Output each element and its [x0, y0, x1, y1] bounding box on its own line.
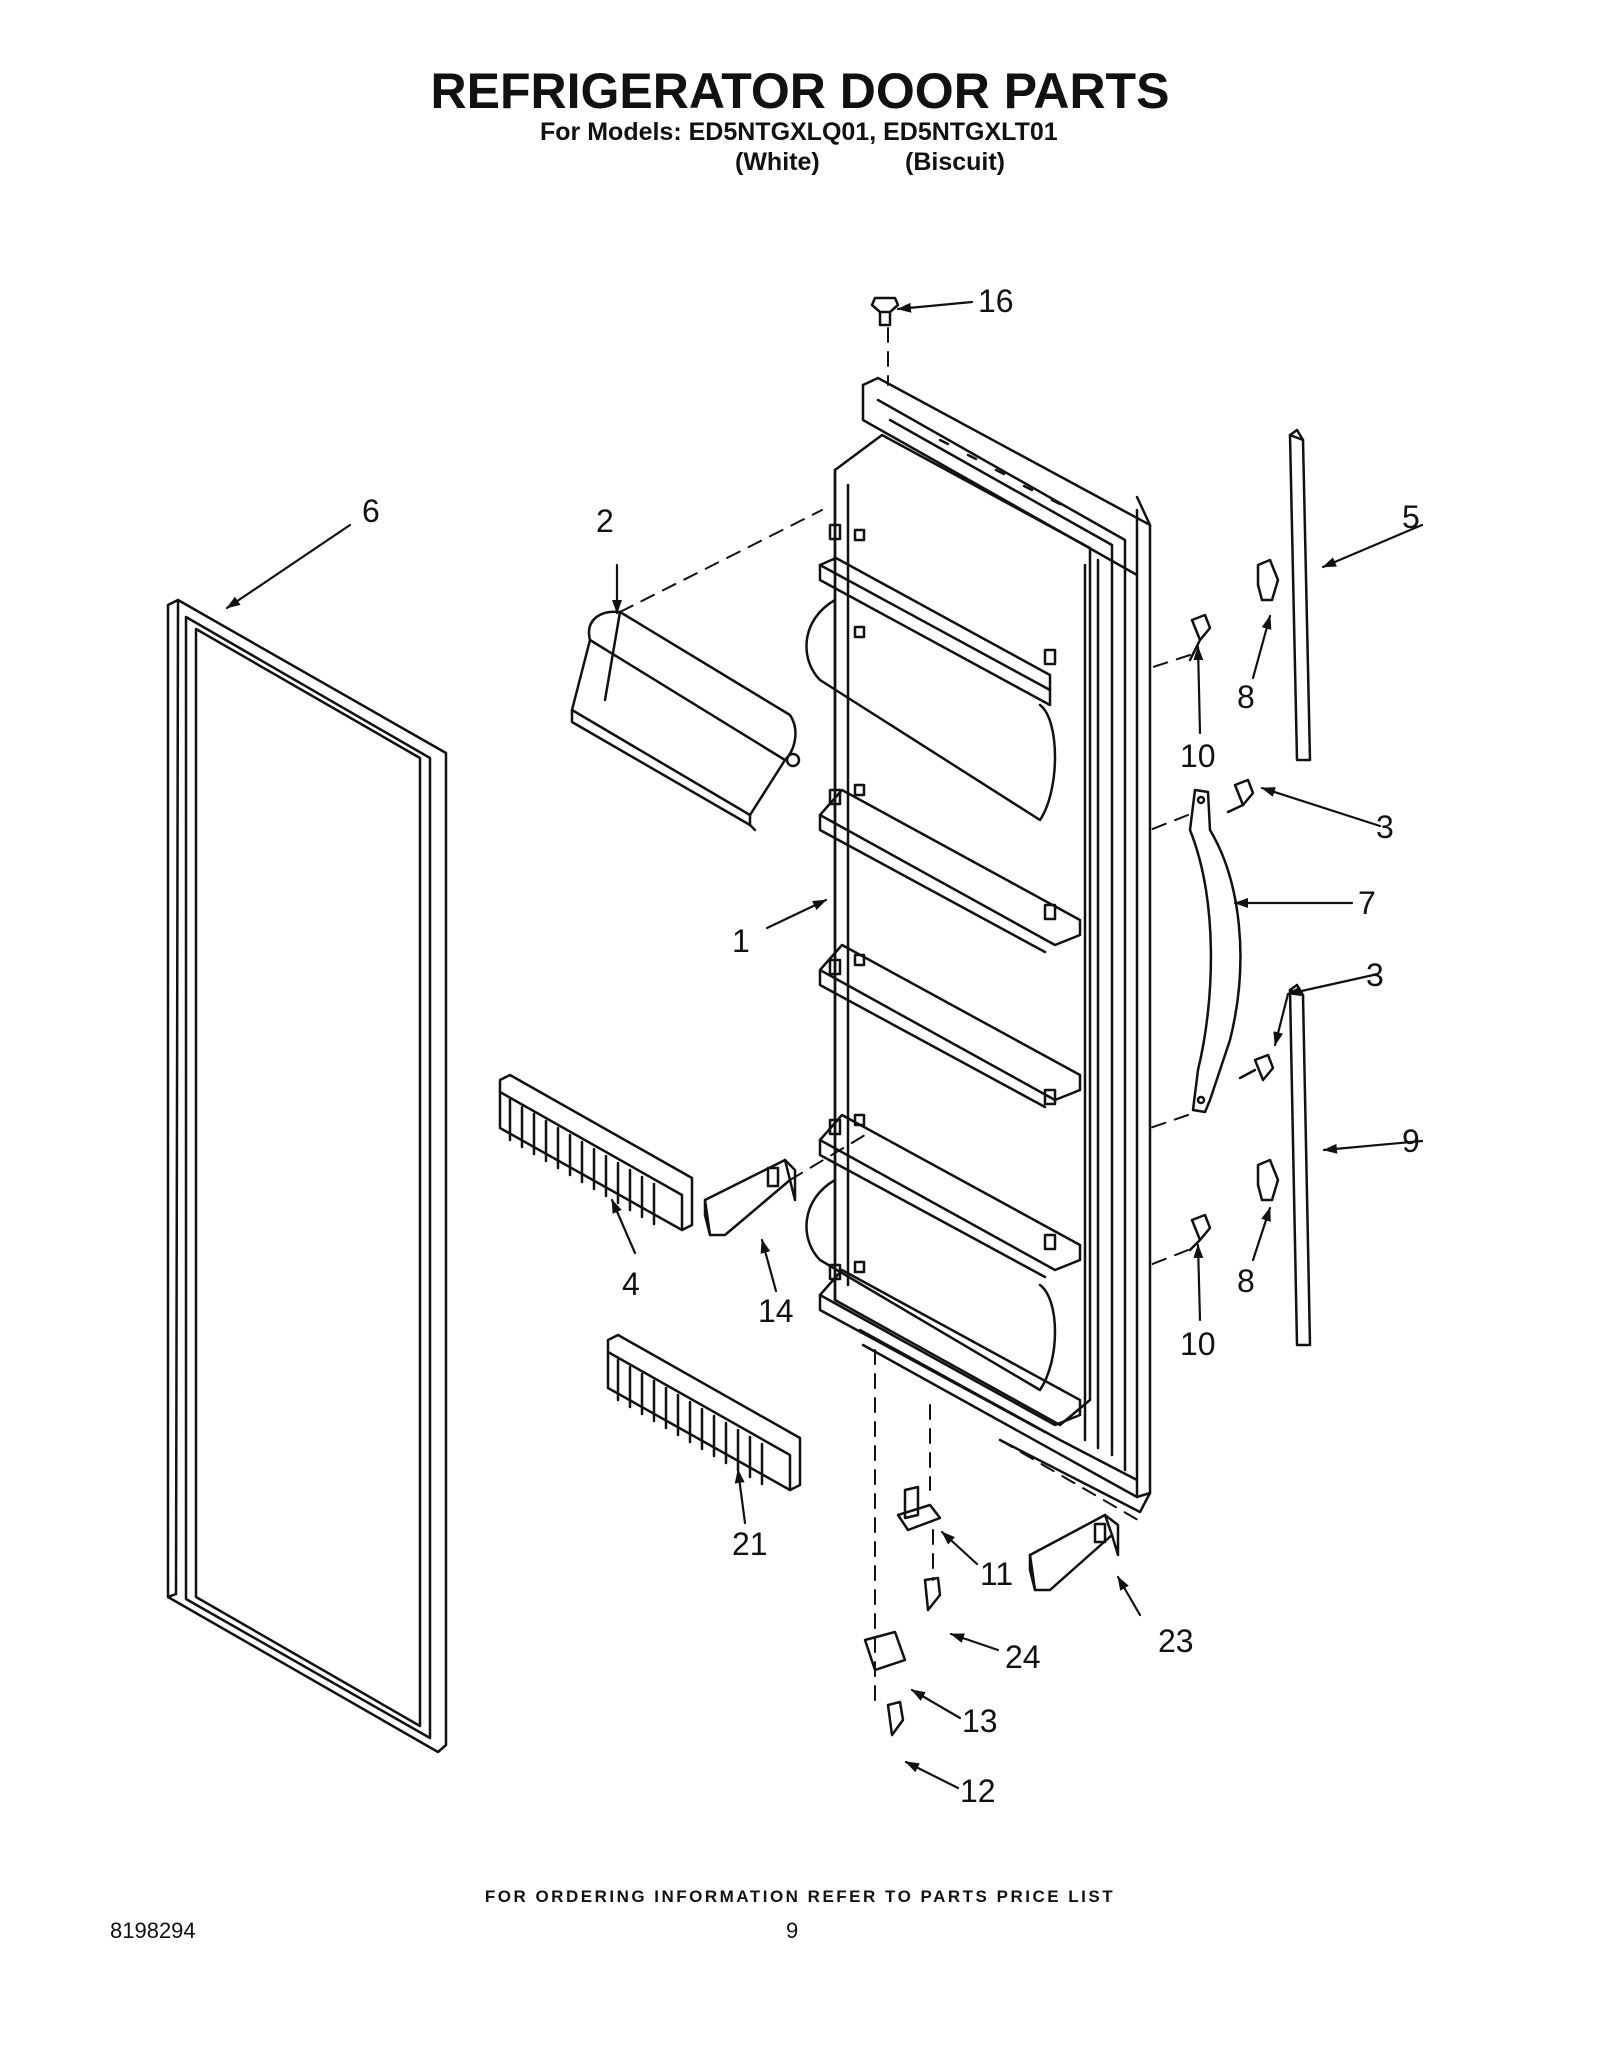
door-assembly-part-1	[805, 376, 1152, 1514]
door-handle-part-7	[1188, 788, 1242, 1114]
trim-strip-part-5	[1288, 428, 1312, 762]
top-hinge-pin-part-16	[870, 296, 900, 327]
shelf-clip-part-14	[703, 1158, 797, 1237]
callout-10a: 10	[1180, 738, 1216, 774]
trim-strip-part-9	[1288, 983, 1312, 1347]
callout-7: 7	[1358, 885, 1376, 921]
model-color-white: (White)	[735, 148, 820, 176]
page-title: REFRIGERATOR DOOR PARTS	[430, 63, 1170, 119]
callout-12: 12	[960, 1773, 996, 1809]
callout-23: 23	[1158, 1623, 1194, 1659]
shelf-rail-part-4	[498, 1073, 694, 1232]
handle-clip-part-8	[1256, 558, 1280, 1202]
callout-16: 16	[978, 283, 1014, 319]
ordering-note: FOR ORDERING INFORMATION REFER TO PARTS …	[484, 1887, 1116, 1906]
callout-6: 6	[362, 493, 380, 529]
callout-4: 4	[622, 1266, 640, 1302]
callout-5: 5	[1402, 499, 1420, 535]
callout-8a: 8	[1237, 679, 1255, 715]
assembly-guide-lines	[619, 327, 1191, 1701]
callout-3a: 3	[1376, 809, 1394, 845]
callout-14: 14	[758, 1293, 794, 1329]
model-color-biscuit: (Biscuit)	[905, 148, 1005, 176]
callout-2: 2	[596, 503, 614, 539]
callout-3b: 3	[1366, 957, 1384, 993]
callout-24: 24	[1005, 1639, 1041, 1675]
shelf-clip-part-23	[1028, 1513, 1120, 1592]
document-number: 8198294	[110, 1918, 196, 1943]
door-gasket-part-6	[166, 598, 448, 1754]
screws-parts-3-10	[1188, 613, 1275, 1252]
bottom-hinge-parts	[863, 1485, 942, 1737]
callout-11: 11	[980, 1556, 1013, 1592]
callout-leaders	[225, 300, 1424, 1790]
callout-1: 1	[732, 923, 750, 959]
dairy-door-part-2	[570, 610, 801, 832]
callout-8b: 8	[1237, 1263, 1255, 1299]
callout-9: 9	[1402, 1123, 1420, 1159]
callout-13: 13	[962, 1703, 998, 1739]
callout-21: 21	[732, 1526, 768, 1562]
shelf-rail-part-21	[606, 1333, 802, 1492]
callout-labels: 1 2 3 3 4 5 6 7 8 8 9 10 10 11 12 13 14 …	[362, 283, 1420, 1809]
callout-10b: 10	[1180, 1326, 1216, 1362]
models-line: For Models: ED5NTGXLQ01, ED5NTGXLT01	[540, 118, 1058, 146]
page-number: 9	[786, 1918, 799, 1943]
